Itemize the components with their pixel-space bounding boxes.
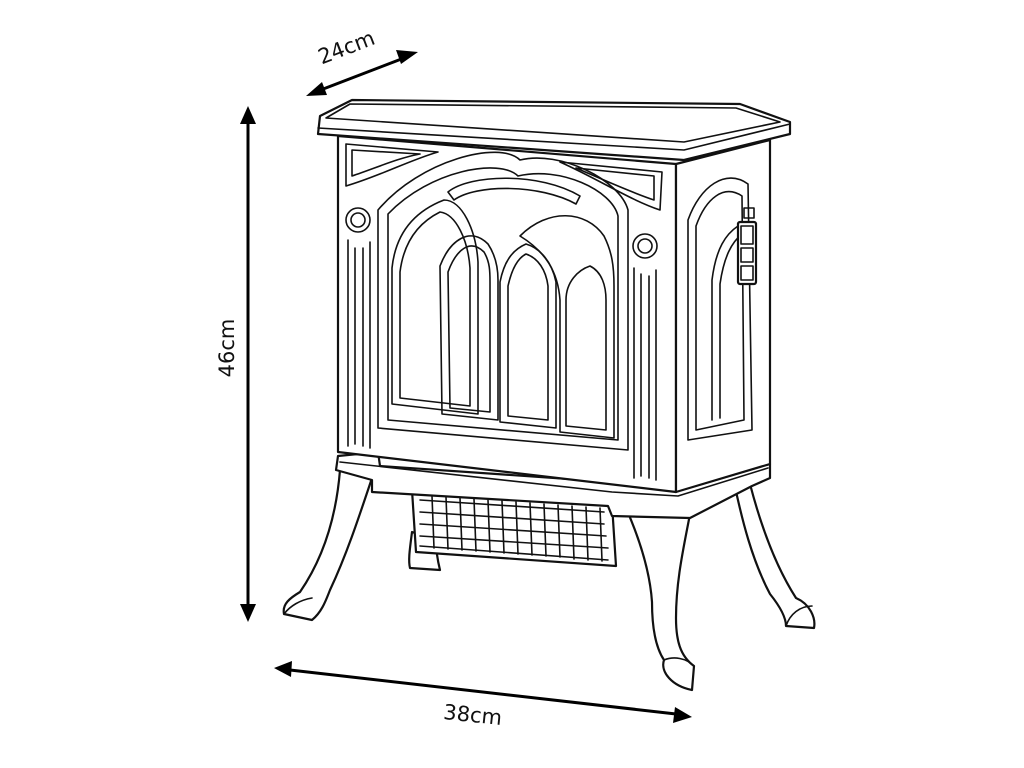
height-arrow-bottom-head	[240, 604, 256, 622]
indicator-light	[743, 207, 755, 219]
control-switch-2[interactable]	[740, 247, 754, 263]
depth-arrow-line	[317, 56, 405, 93]
heater-grille-horizontal-bars	[419, 499, 609, 561]
stove-top-surface	[325, 103, 781, 143]
window-pane-centre-right-inner	[507, 253, 549, 421]
side-window-inner	[695, 190, 745, 431]
stove-illustration	[282, 98, 816, 692]
depth-arrow-left-head	[306, 82, 327, 96]
stove-base-edge	[339, 461, 769, 497]
width-label: 38cm	[442, 700, 503, 730]
height-arrow-top-head	[240, 106, 256, 124]
depth-label: 24cm	[315, 26, 378, 69]
front-pillar-left-rosette	[345, 207, 371, 233]
front-window-inner-frame	[387, 167, 619, 441]
width-dimension: 38cm	[274, 661, 692, 730]
depth-dimension: 24cm	[306, 26, 418, 96]
front-pillar-right	[632, 233, 658, 481]
front-corner-ornament-right	[559, 161, 663, 211]
window-pane-right-outer	[519, 215, 615, 439]
front-pillar-right-rosette-inner	[637, 238, 653, 254]
front-pillar-left-rosette-inner	[350, 212, 366, 228]
leg-back-right	[732, 480, 816, 630]
window-pane-centre-right	[499, 243, 557, 429]
front-corner-ornament-left-inner	[351, 149, 421, 177]
leg-front-right	[624, 506, 696, 692]
front-window-outer-frame	[377, 151, 629, 451]
height-label: 46cm	[215, 319, 239, 378]
leg-front-right-foot	[663, 657, 695, 667]
front-pillar-left	[345, 207, 371, 449]
side-window-mullion	[711, 225, 739, 421]
control-panel-housing	[736, 220, 758, 286]
front-pillar-left-flutes	[347, 239, 371, 449]
heater-grille	[410, 488, 618, 568]
front-corner-ornament-left	[345, 143, 439, 187]
front-window-keystone	[447, 177, 581, 205]
depth-arrow-right-head	[396, 50, 418, 64]
window-pane-centre-left-inner	[447, 245, 491, 413]
window-pane-centre-left	[439, 235, 499, 421]
width-arrow-left-head	[274, 661, 292, 677]
front-pillar-right-flutes	[633, 267, 657, 481]
control-panel	[736, 207, 758, 286]
width-arrow-right-head	[673, 707, 692, 723]
front-corner-ornament-right-inner	[575, 167, 655, 201]
stove-top	[316, 98, 792, 162]
window-pane-left-inner	[399, 211, 471, 407]
width-arrow-line	[289, 668, 677, 716]
heater-grille-vertical-bars	[431, 495, 603, 562]
side-window-outer	[687, 177, 753, 441]
control-switch-3[interactable]	[740, 265, 754, 281]
leg-front-left-foot	[283, 597, 313, 615]
height-dimension: 46cm	[215, 106, 256, 622]
control-switch-1[interactable]	[740, 225, 754, 245]
leg-front-left	[282, 468, 374, 622]
window-pane-left-outer	[391, 199, 479, 415]
window-pane-right-inner	[565, 265, 607, 431]
front-pillar-right-rosette	[632, 233, 658, 259]
stove-top-edge	[317, 123, 791, 151]
leg-back-right-foot	[785, 605, 813, 627]
